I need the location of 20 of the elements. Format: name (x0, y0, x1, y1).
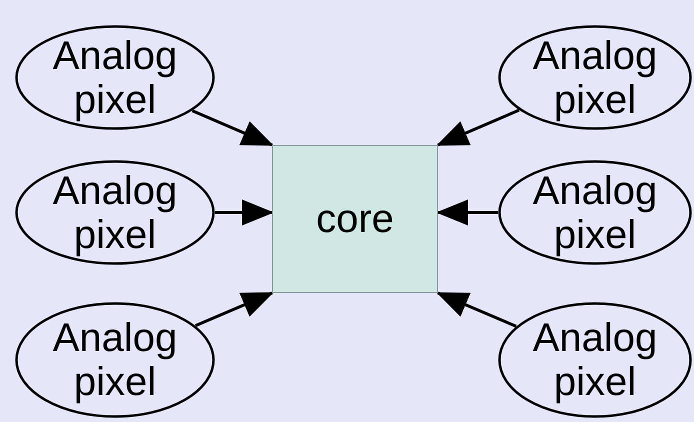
pixel-ellipse (498, 25, 692, 130)
pixel-ellipse (15, 302, 215, 418)
node-label: Analog pixel (532, 168, 658, 256)
arrow (192, 109, 274, 146)
pixel-ellipse (498, 302, 692, 418)
node-label: Analog pixel (532, 34, 658, 122)
node-label: core (316, 197, 394, 241)
arrow (436, 108, 520, 146)
pixel-ellipse (498, 160, 692, 265)
core-box (272, 145, 438, 293)
arrow (436, 200, 498, 226)
node-label: Analog pixel (52, 34, 178, 122)
pixel-ellipse (15, 160, 215, 265)
arrow (194, 292, 274, 327)
node-label: Analog pixel (52, 168, 178, 256)
arrow (215, 200, 274, 226)
pixel-ellipse (15, 25, 215, 130)
arrow (436, 292, 517, 328)
node-label: Analog pixel (532, 316, 658, 404)
node-label: Analog pixel (52, 316, 178, 404)
